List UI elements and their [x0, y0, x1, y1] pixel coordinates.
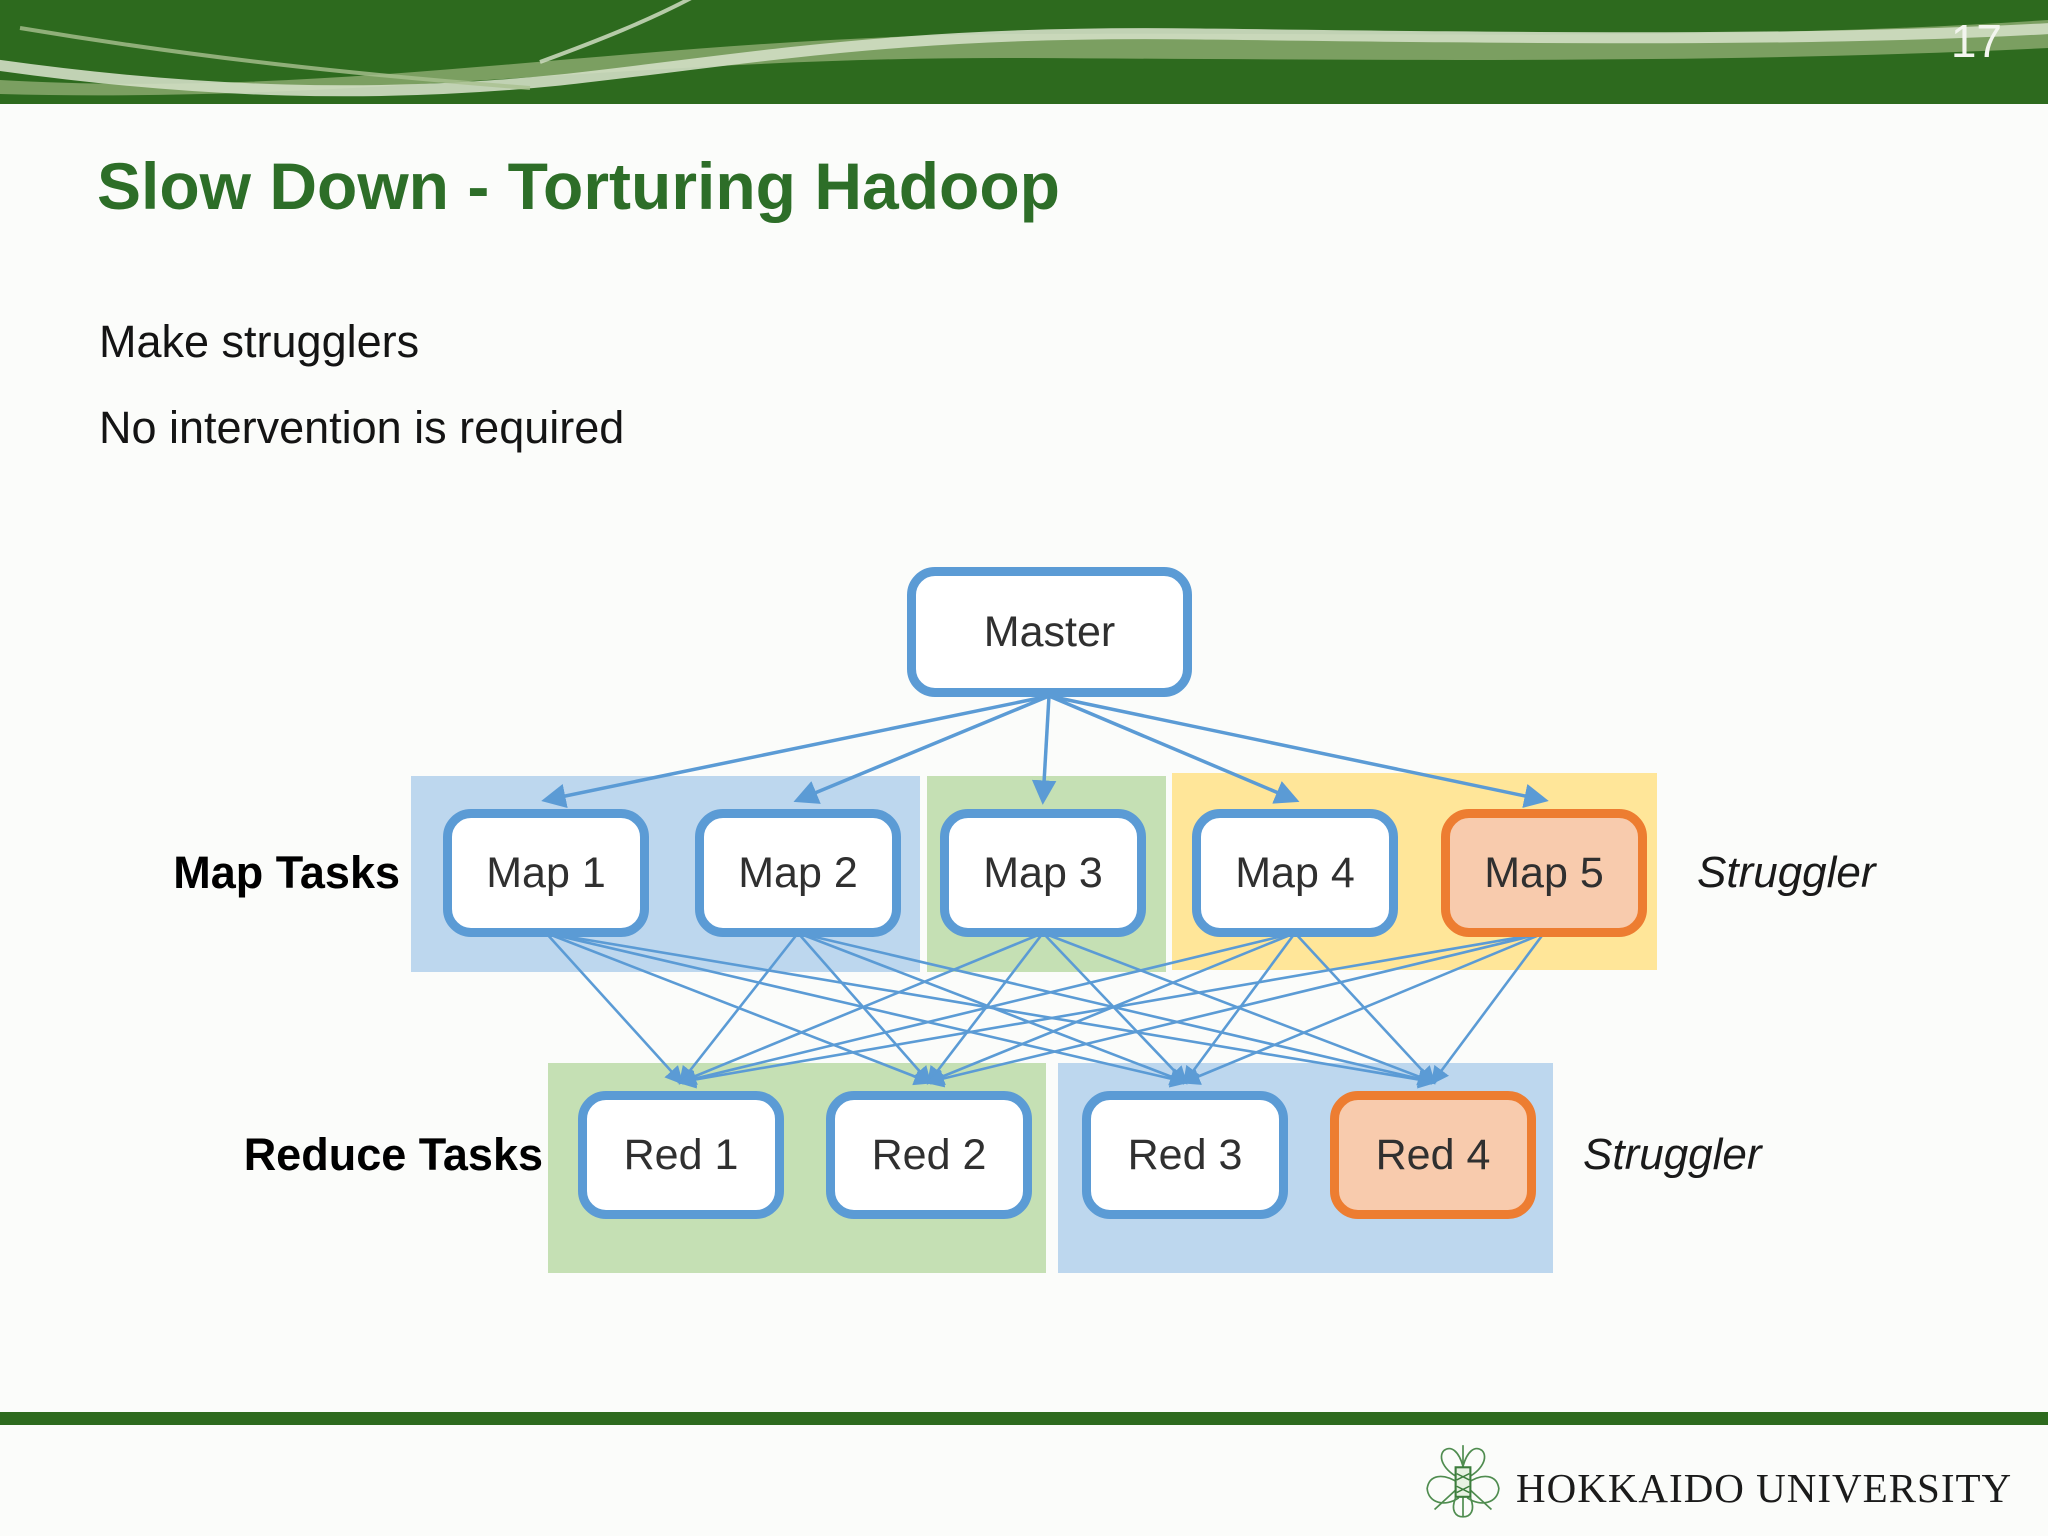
map-task-node-4: Map 4 [1192, 809, 1398, 937]
reduce-task-label: Red 3 [1127, 1130, 1243, 1179]
hokkaido-university-crest-icon [1426, 1445, 1500, 1518]
map-task-label: Map 2 [738, 848, 858, 897]
footer-green-bar [0, 1412, 2048, 1425]
map-straggler-note: Struggler [1697, 848, 1876, 897]
reduce-task-label: Red 4 [1375, 1130, 1491, 1179]
reduce-task-node-2: Red 2 [826, 1091, 1032, 1219]
reduce-straggler-note: Struggler [1583, 1130, 1762, 1179]
map-task-label: Map 5 [1484, 848, 1604, 897]
page-number: 17 [1950, 15, 2002, 67]
body-text-line-1: Make strugglers [99, 316, 420, 367]
slide-title: Slow Down - Torturing Hadoop [97, 149, 1060, 223]
reduce-task-label: Red 1 [623, 1130, 739, 1179]
map-row-label: Map Tasks [173, 847, 400, 898]
body-text-line-2: No intervention is required [99, 402, 625, 453]
map-task-label: Map 3 [983, 848, 1103, 897]
map-task-label: Map 1 [486, 848, 606, 897]
map-task-node-5-straggler: Map 5 [1441, 809, 1647, 937]
reduce-task-node-1: Red 1 [578, 1091, 784, 1219]
header-wave-decoration [0, 0, 2048, 97]
reduce-row-label: Reduce Tasks [243, 1129, 543, 1180]
master-node-label: Master [983, 607, 1116, 656]
map-task-node-2: Map 2 [695, 809, 901, 937]
map-task-node-1: Map 1 [443, 809, 649, 937]
reduce-task-label: Red 2 [871, 1130, 987, 1179]
reduce-task-node-4-straggler: Red 4 [1330, 1091, 1536, 1219]
map-task-label: Map 4 [1235, 848, 1355, 897]
map-task-node-3: Map 3 [940, 809, 1146, 937]
university-name: HOKKAIDO UNIVERSITY [1516, 1465, 2013, 1511]
header-bar: 17 [0, 0, 2048, 104]
master-node: Master [907, 567, 1192, 697]
reduce-task-node-3: Red 3 [1082, 1091, 1288, 1219]
